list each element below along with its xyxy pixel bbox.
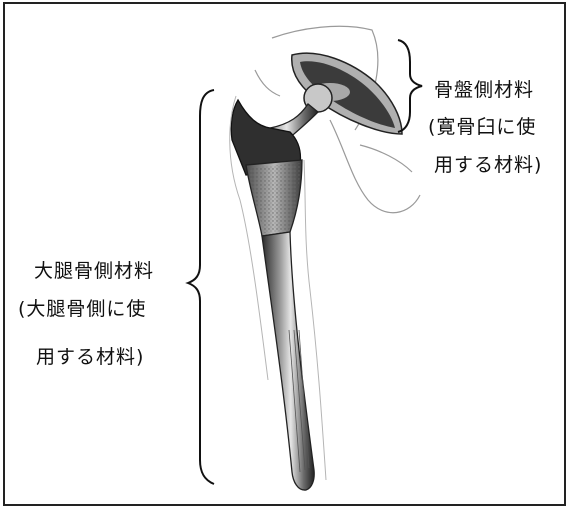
femoral-label-line2: (大腿骨側に使 [18, 298, 147, 320]
stem-flutes [288, 329, 310, 473]
acetabular-label-line3: 用する材料) [434, 154, 543, 176]
femur-bone-outline [229, 95, 327, 481]
femoral-label-line1: 大腿骨側材料 [34, 260, 155, 282]
femoral-label-line3: 用する材料) [36, 346, 145, 368]
acetabular-bracket [397, 39, 423, 133]
femoral-bracket [185, 89, 215, 485]
acetabular-label-line2: (寛骨臼に使 [428, 116, 537, 138]
stem-distal-shaft [261, 231, 315, 491]
stem-shoulder [230, 98, 302, 176]
acetabular-label-line1: 骨盤側材料 [434, 79, 535, 101]
